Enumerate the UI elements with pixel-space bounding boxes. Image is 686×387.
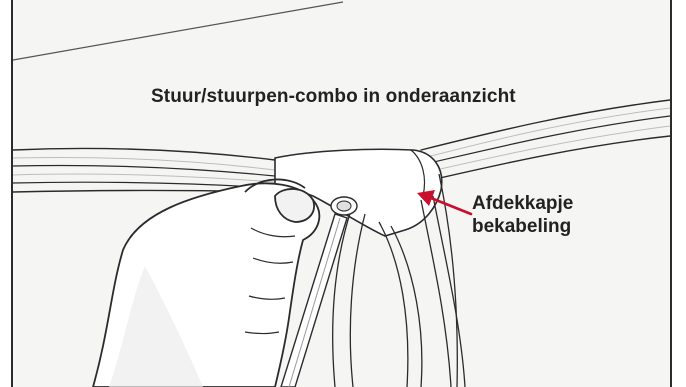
cable-cover-callout: Afdekkapje bekabeling: [472, 192, 573, 238]
background-edge-line: [13, 2, 343, 60]
right-cable-bundle: [421, 100, 670, 180]
callout-line-1: Afdekkapje: [472, 192, 573, 215]
illustration-frame: Stuur/stuurpen-combo in onderaanzicht Af…: [11, 0, 672, 387]
left-cable-bundle: [13, 148, 275, 192]
diagram-title: Stuur/stuurpen-combo in onderaanzicht: [151, 86, 516, 108]
callout-line-2: bekabeling: [472, 215, 573, 238]
